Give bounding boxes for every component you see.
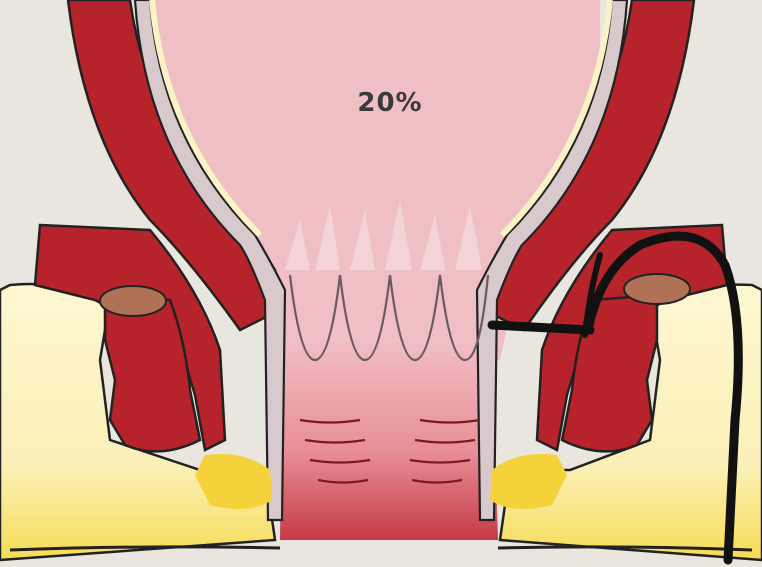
right-sphincter-cap [624,274,690,304]
anal-canal [280,340,498,540]
left-sphincter-cap [100,286,166,316]
percentage-label: 20% [330,88,450,118]
